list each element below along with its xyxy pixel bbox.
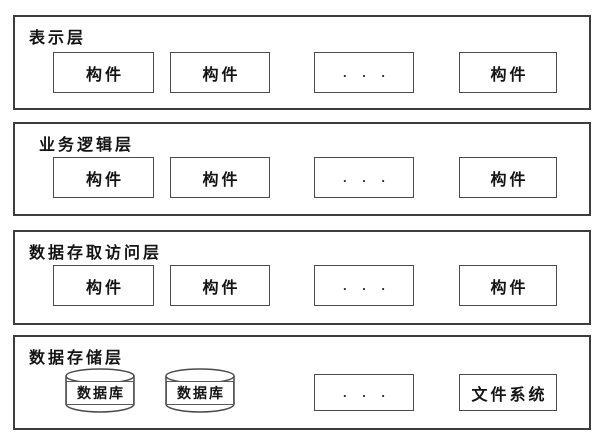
ellipsis-box: . . . bbox=[314, 52, 414, 93]
layer-title: 表示层 bbox=[29, 30, 87, 47]
layer-title: 业务逻辑层 bbox=[39, 137, 135, 154]
database-label: 数据库 bbox=[166, 381, 234, 405]
layer-data-access: 数据存取访问层 构件构件. . .构件 bbox=[13, 230, 591, 325]
component-box: 构件 bbox=[459, 265, 557, 306]
component-box: 构件 bbox=[53, 52, 154, 93]
ellipsis-box: . . . bbox=[314, 374, 414, 411]
database-cylinder: 数据库 bbox=[65, 368, 135, 414]
component-box: 构件 bbox=[170, 265, 270, 306]
component-box: 构件 bbox=[53, 157, 154, 198]
ellipsis-box: . . . bbox=[314, 265, 414, 306]
layer-presentation: 表示层 构件构件. . .构件 bbox=[13, 15, 591, 110]
database-cylinder: 数据库 bbox=[165, 368, 235, 414]
component-box: 构件 bbox=[170, 157, 270, 198]
ellipsis-box: . . . bbox=[314, 157, 414, 198]
component-box: 构件 bbox=[459, 52, 557, 93]
layer-title: 数据存取访问层 bbox=[29, 245, 163, 262]
component-box: 构件 bbox=[170, 52, 270, 93]
layer-title: 数据存储层 bbox=[29, 350, 125, 367]
database-label: 数据库 bbox=[66, 381, 134, 405]
layer-data-storage: 数据存储层 数据库 数据库 . . . 文件系统 bbox=[13, 335, 591, 430]
file-system-box: 文件系统 bbox=[459, 374, 557, 411]
component-box: 构件 bbox=[459, 157, 557, 198]
layer-business-logic: 业务逻辑层 构件构件. . .构件 bbox=[13, 122, 591, 216]
component-box: 构件 bbox=[53, 265, 154, 306]
